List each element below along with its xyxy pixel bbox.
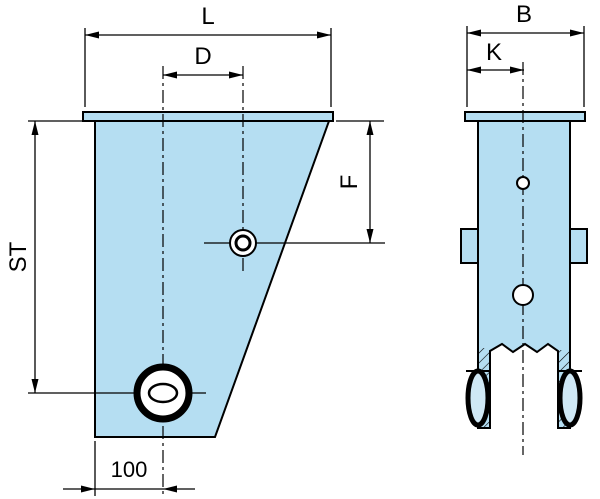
dimension-width: B bbox=[466, 1, 585, 107]
dim-label-flange-offset: K bbox=[486, 39, 502, 66]
dim-label-base-offset: 100 bbox=[111, 457, 148, 482]
dimension-height: ST bbox=[5, 120, 88, 393]
side-flange bbox=[464, 111, 586, 122]
dimension-length: L bbox=[84, 3, 332, 107]
dimension-flange-offset: K bbox=[467, 39, 524, 74]
side-large-hole bbox=[512, 284, 534, 306]
side-small-hole bbox=[516, 176, 530, 190]
roller-right bbox=[557, 368, 583, 428]
dimension-hole-height: F bbox=[336, 120, 384, 243]
pivot-hole bbox=[133, 363, 193, 423]
side-body bbox=[477, 120, 571, 429]
bracket-flange bbox=[82, 111, 334, 122]
side-tab-left bbox=[460, 228, 479, 264]
front-view: L D F ST bbox=[5, 3, 385, 496]
roller-left bbox=[465, 368, 491, 428]
dim-label-length: L bbox=[201, 3, 214, 30]
side-tab-right bbox=[569, 228, 588, 264]
dimension-base-offset: 100 bbox=[63, 441, 195, 496]
dim-label-width: B bbox=[516, 1, 532, 28]
dim-label-height: ST bbox=[5, 241, 32, 272]
dim-label-hole-height: F bbox=[336, 175, 363, 190]
dim-label-hole-spacing: D bbox=[194, 43, 211, 70]
dimension-hole-spacing: D bbox=[163, 43, 243, 79]
upper-hole bbox=[229, 229, 257, 257]
side-view: B K bbox=[460, 1, 588, 455]
bracket-body bbox=[94, 120, 331, 438]
